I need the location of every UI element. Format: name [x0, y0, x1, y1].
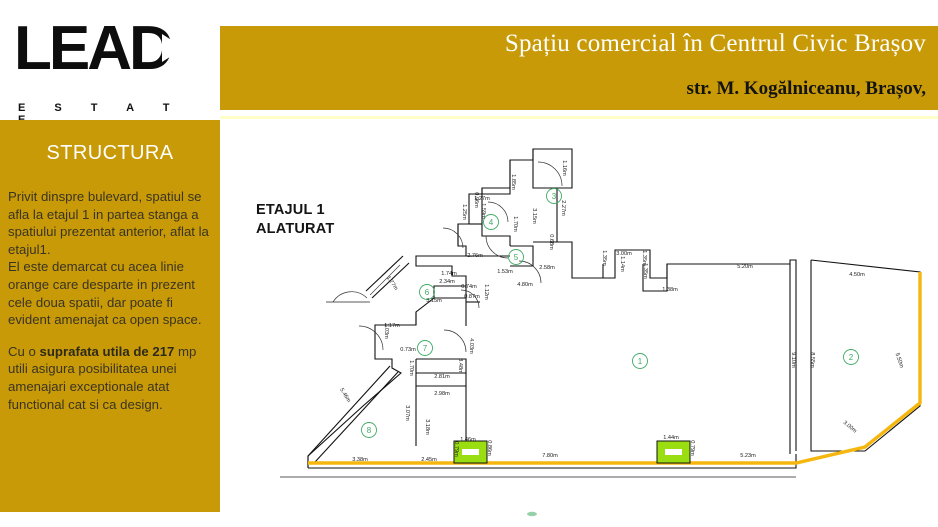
dimension-label: 8.55m: [809, 352, 815, 368]
dimension-label: 1.70m: [512, 216, 518, 232]
header-bar: Spațiu comercial în Centrul Civic Brașov…: [220, 26, 938, 110]
dimension-label: 5.20m: [737, 264, 753, 270]
dimension-label: 4.03m: [468, 338, 474, 354]
dimension-label: 1.46m: [460, 437, 476, 443]
brand-logo: LEAD E S T A T E: [14, 14, 214, 126]
dimension-label: 2.27m: [560, 200, 566, 216]
panel-top-rule: [220, 116, 938, 119]
window-marker: [656, 440, 691, 464]
dimension-label: 3.00m: [616, 251, 632, 257]
dimension-label: 1.35m: [641, 250, 647, 266]
room-number-label: 3: [552, 192, 557, 201]
sidebar-paragraph-1: Privit dinspre bulevard, spatiul se afla…: [8, 189, 209, 328]
dimension-label: 0.96m: [473, 192, 479, 208]
logo-wordmark: LEAD: [14, 14, 174, 83]
dimension-label: 0.73m: [400, 347, 416, 353]
room-number-label: 8: [367, 426, 372, 435]
dimension-label: 4.50m: [849, 272, 865, 278]
dimension-label: 1.12m: [483, 284, 489, 300]
room-number-label: 1: [638, 357, 643, 366]
dimension-label: 3.48m: [457, 358, 463, 374]
dimension-labels-horizontal: 1.27m 2.76m 1.53m 2.58m 4.80m 3.00m 1.38m 5.20m…: [352, 196, 865, 463]
dimension-label: 2.58m: [539, 265, 555, 271]
room-marker-4: [483, 214, 499, 230]
sidebar-structura: STRUCTURA Privit dinspre bulevard, spati…: [0, 120, 220, 512]
dimension-labels-vertical: 1.16m 2.27m 0.68m 1.85m 1.70m 3.15m 1.25m 0.96m…: [383, 160, 815, 457]
room-number-label: 7: [423, 344, 428, 353]
dimension-label: 4.80m: [517, 282, 533, 288]
dimension-label: 1.59m: [480, 203, 486, 219]
sidebar-paragraph-2: Cu o suprafata utila de 217 mp utili asi…: [8, 343, 213, 413]
window-marker: [453, 440, 488, 464]
room-number-label: 2: [849, 353, 854, 362]
dimension-label: 5.46m: [338, 387, 352, 404]
sidebar-body: Privit dinspre bulevard, spatiul se afla…: [8, 188, 213, 427]
dimension-label: 1.27m: [474, 196, 490, 202]
page-title: Spațiu comercial în Centrul Civic Brașov: [504, 30, 926, 57]
dimension-label: 2.98m: [434, 391, 450, 397]
dimension-label: 3.18m: [424, 419, 430, 435]
dimension-label: 3.07m: [404, 405, 410, 421]
dimension-label: 2.76m: [467, 253, 483, 259]
dimension-label: 1.44m: [663, 435, 679, 441]
dimension-label: 0.79m: [453, 441, 459, 457]
room-number-label: 5: [514, 253, 519, 262]
room-number-group: 1 2 3 4 5 6 7 8: [361, 188, 859, 438]
dimension-label: 1.85m: [510, 174, 516, 190]
dimension-label: 9.10m: [790, 352, 796, 368]
dimension-label: 2.34m: [439, 279, 455, 285]
dimension-label: 1.25m: [461, 204, 467, 220]
area-strong: suprafata utila de 217: [39, 343, 175, 359]
dimension-label: 1.53m: [497, 269, 513, 275]
dimension-label: 0.87m: [464, 294, 480, 300]
dimension-label: 1.35m: [642, 263, 648, 279]
dimension-label: 1.35m: [601, 250, 607, 266]
dimension-label: 1.17m: [384, 323, 400, 329]
dimension-label: 2.45m: [421, 457, 437, 463]
dimension-label: 3.38m: [352, 457, 368, 463]
room-marker-8: [361, 422, 377, 438]
room-marker-3: [546, 188, 562, 204]
dimension-label: 1.70m: [408, 360, 414, 376]
dimension-label: 1.38m: [662, 287, 678, 293]
room-marker-2: [843, 349, 859, 365]
property-address: str. M. Kogălniceanu, Brașov,: [686, 78, 926, 99]
area-prefix: Cu o: [8, 343, 40, 359]
dimension-label: 0.68m: [548, 234, 554, 250]
arrow-right-icon: [162, 34, 184, 62]
dimension-label: 1.16m: [561, 160, 567, 176]
dimension-label: 3.00m: [842, 420, 858, 435]
dimension-label: 1.03m: [383, 323, 389, 339]
room-marker-6: [419, 284, 435, 300]
dimension-label: 3.15m: [426, 298, 442, 304]
dimension-label: 3.15m: [531, 208, 537, 224]
sidebar-title: STRUCTURA: [46, 142, 174, 164]
dimension-label: 0.79m: [689, 440, 695, 456]
dimension-label: 5.50m: [894, 352, 905, 369]
bottom-green-marker: [527, 511, 537, 517]
dimension-label: 1.74m: [441, 271, 457, 277]
dimension-label: 7.80m: [542, 453, 558, 459]
area-suffix: mp utili asigura posibilitatea unei amen…: [8, 343, 197, 412]
dimension-label: 1.14m: [619, 256, 625, 272]
room-marker-1: [632, 353, 648, 369]
dimension-label: 2.81m: [434, 374, 450, 380]
room-number-label: 6: [425, 288, 430, 297]
dimension-label: 5.23m: [740, 453, 756, 459]
dimension-label: 0.74m: [461, 284, 477, 290]
room-marker-5: [508, 249, 524, 265]
room-marker-7: [417, 340, 433, 356]
dimension-label: 0.86m: [486, 440, 492, 456]
room-number-label: 4: [489, 218, 494, 227]
